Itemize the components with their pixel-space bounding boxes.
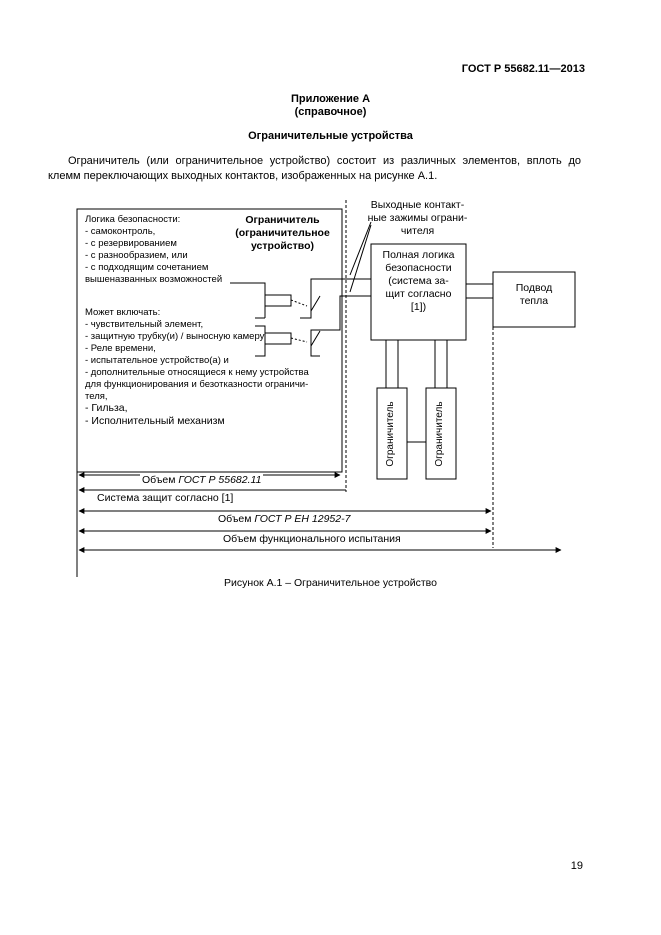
full-logic-box bbox=[370, 243, 467, 341]
scope-label-2: Система защит согласно [1] bbox=[97, 492, 234, 504]
heat-supply-box bbox=[492, 271, 576, 328]
annex-status: (справочное) bbox=[294, 106, 367, 118]
relay-coil-1 bbox=[264, 294, 292, 307]
page-number: 19 bbox=[570, 860, 583, 872]
scope-label-4: Объем функционального испытания bbox=[223, 533, 401, 545]
scope-label-3: Объем ГОСТ Р ЕН 12952-7 bbox=[218, 513, 351, 525]
document-code: ГОСТ Р 55682.11—2013 bbox=[461, 63, 585, 75]
may-include-list: Может включать: - чувствительный элемент… bbox=[85, 307, 309, 402]
annex-heading: Ограничительные устройства bbox=[248, 130, 413, 142]
output-contacts-label: Выходные контакт- ные зажимы ограни- чит… bbox=[367, 199, 468, 237]
full-logic-label: Полная логика безопасности (система за- … bbox=[382, 249, 455, 313]
limiter-box-vertical-1 bbox=[376, 387, 408, 480]
scope-label-1: Объем ГОСТ Р 55682.11 bbox=[140, 474, 264, 487]
figure-caption: Рисунок А.1 – Ограничительное устройство bbox=[224, 577, 437, 589]
limiter-vertical-label-1: Ограничитель bbox=[385, 401, 396, 467]
intro-paragraph: Ограничитель (или ограничительное устрой… bbox=[48, 155, 581, 182]
limiter-vertical-label-2: Ограничитель bbox=[434, 401, 445, 467]
limiter-title: Ограничитель (ограничительное устройство… bbox=[235, 214, 330, 252]
extra-components-list: - Гильза, - Исполнительный механизм bbox=[85, 402, 225, 427]
safety-logic-list: Логика безопасности: - самоконтроль, - с… bbox=[85, 214, 223, 285]
annex-title: Приложение А bbox=[290, 93, 371, 105]
heat-supply-label: Подвод тепла bbox=[515, 282, 553, 307]
limiter-box-vertical-2 bbox=[425, 387, 457, 480]
